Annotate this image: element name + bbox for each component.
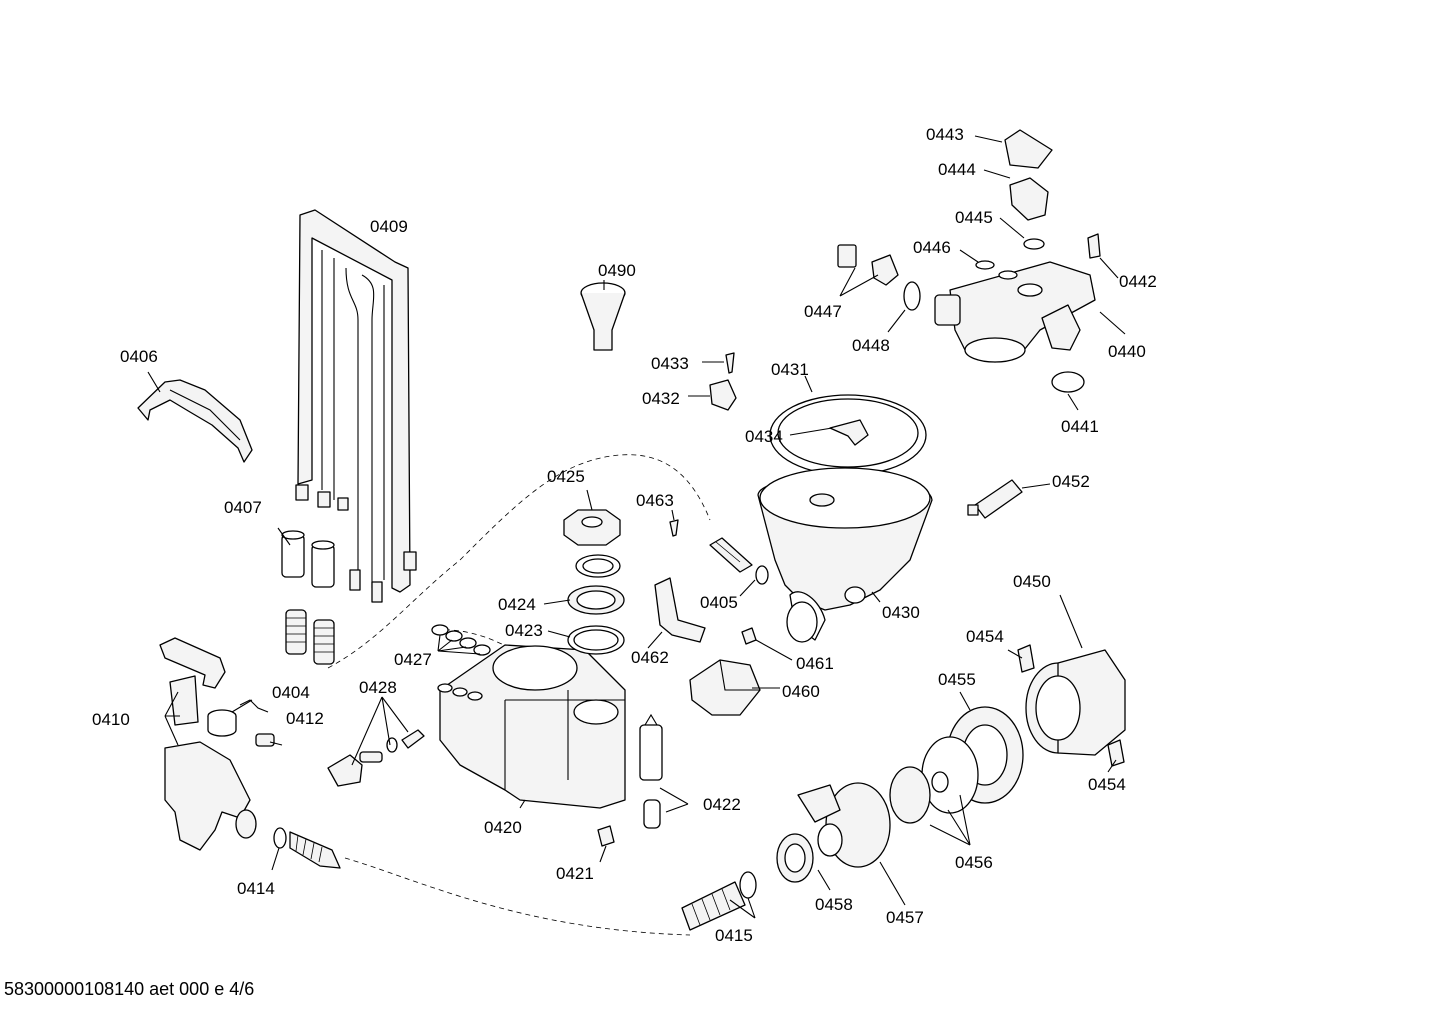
distributor-0440	[934, 261, 1096, 363]
label-0430: 0430	[882, 603, 920, 622]
label-0443: 0443	[926, 125, 964, 144]
label-0423: 0423	[505, 621, 543, 640]
label-0461: 0461	[796, 654, 834, 673]
rings-0427	[431, 624, 491, 656]
screw-0433	[725, 352, 735, 374]
cover-0406	[137, 379, 253, 463]
label-0404: 0404	[272, 683, 310, 702]
sleeves-0407	[281, 530, 335, 588]
bellows-0404	[285, 609, 335, 665]
label-0414: 0414	[237, 879, 275, 898]
label-0462: 0462	[631, 648, 669, 667]
label-0444: 0444	[938, 160, 976, 179]
label-0432: 0432	[642, 389, 680, 408]
label-0409: 0409	[370, 217, 408, 236]
hose-route-lower	[344, 857, 691, 936]
ring-0445	[1023, 238, 1045, 250]
label-0458: 0458	[815, 895, 853, 914]
float-0422	[639, 713, 663, 829]
bracket-0462	[654, 577, 706, 643]
label-0427: 0427	[394, 650, 432, 669]
label-0406: 0406	[120, 347, 158, 366]
clip-0432	[709, 379, 737, 411]
label-0456: 0456	[955, 853, 993, 872]
drawing-reference-footer: 58300000108140 aet 000 e 4/6	[4, 979, 255, 999]
clamp-0441	[1051, 371, 1085, 393]
seal-0458	[776, 833, 814, 883]
label-0490: 0490	[598, 261, 636, 280]
sensor-0447	[871, 254, 899, 286]
ring-0456b	[931, 771, 949, 793]
label-0455: 0455	[938, 670, 976, 689]
label-0415: 0415	[715, 926, 753, 945]
ring-0456a	[921, 736, 979, 814]
label-0442: 0442	[1119, 272, 1157, 291]
label-0441: 0441	[1061, 417, 1099, 436]
label-0452: 0452	[1052, 472, 1090, 491]
label-0463: 0463	[636, 491, 674, 510]
bracket-0447	[837, 244, 857, 268]
clip-0434	[829, 419, 869, 446]
label-0434: 0434	[745, 427, 783, 446]
bracket-0454b	[1107, 739, 1125, 767]
label-0424: 0424	[498, 595, 536, 614]
label-0407: 0407	[224, 498, 262, 517]
hose-route-upper	[327, 454, 711, 669]
label-0405: 0405	[700, 593, 738, 612]
aquastop-0410	[159, 637, 257, 851]
label-0425: 0425	[547, 467, 585, 486]
hose-0405	[709, 537, 769, 585]
label-0448: 0448	[852, 336, 890, 355]
label-0445: 0445	[955, 208, 993, 227]
label-0428: 0428	[359, 678, 397, 697]
label-0433: 0433	[651, 354, 689, 373]
label-0421: 0421	[556, 864, 594, 883]
valve-0428	[327, 729, 425, 787]
bracket-0454a	[1017, 644, 1035, 673]
pump-0460	[689, 659, 761, 716]
cap-0425	[563, 509, 621, 546]
label-0420: 0420	[484, 818, 522, 837]
ring-0448	[903, 281, 921, 311]
hose-0415	[681, 871, 757, 931]
cap-0443	[1004, 129, 1053, 169]
label-0410: 0410	[92, 710, 130, 729]
label-0460: 0460	[782, 682, 820, 701]
label-0454-upper: 0454	[966, 627, 1004, 646]
label-0447: 0447	[804, 302, 842, 321]
sump-0430	[757, 467, 933, 643]
clip-0461	[741, 627, 757, 645]
duct-assembly-0409	[295, 209, 417, 603]
screw-0463	[669, 519, 679, 537]
softener-0420	[437, 644, 626, 809]
leader-lines	[147, 135, 1126, 919]
clip-0421	[597, 825, 615, 847]
label-0450: 0450	[1013, 572, 1051, 591]
label-0422: 0422	[703, 795, 741, 814]
ring-0424	[567, 585, 625, 615]
clip-0442	[1087, 233, 1101, 259]
ring-0423	[567, 625, 625, 655]
funnel-0490	[580, 282, 626, 351]
label-0457: 0457	[886, 908, 924, 927]
ring-0446a	[975, 260, 995, 270]
filter-0452	[967, 479, 1023, 519]
label-0446: 0446	[913, 238, 951, 257]
ring-0446b	[998, 270, 1018, 280]
small-parts-0412	[207, 699, 275, 747]
connector-0444	[1009, 177, 1049, 221]
label-0454-lower: 0454	[1088, 775, 1126, 794]
ring-0425b	[575, 554, 621, 578]
impeller-0456	[889, 766, 931, 824]
label-0440: 0440	[1108, 342, 1146, 361]
pump-housing-0457	[797, 782, 891, 868]
label-0431: 0431	[771, 360, 809, 379]
hose-0414	[273, 827, 341, 869]
label-0412: 0412	[286, 709, 324, 728]
motor-0450	[1025, 649, 1126, 756]
